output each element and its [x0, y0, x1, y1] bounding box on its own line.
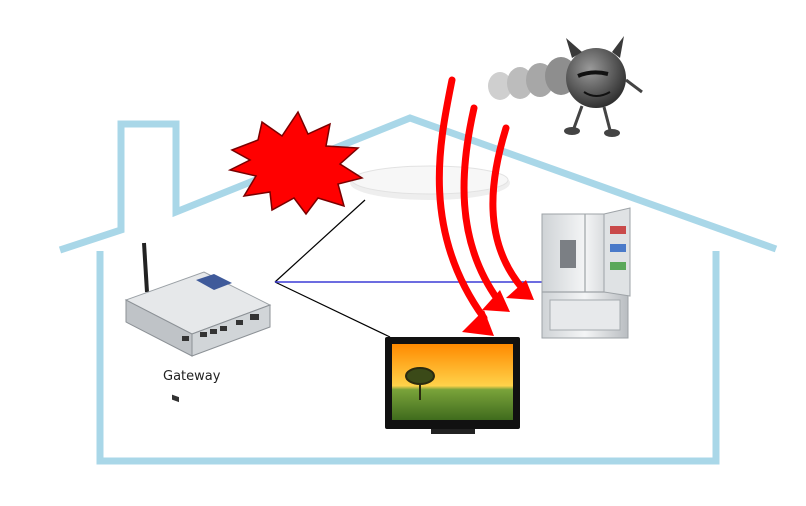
network-links	[274, 199, 545, 338]
link-to-tv	[274, 281, 391, 338]
link-to-access-point	[274, 199, 366, 283]
gateway-label: Gateway	[163, 369, 221, 384]
explosion-icon	[227, 110, 364, 216]
ceiling-access-point-icon	[350, 165, 510, 200]
attack-arrows	[435, 76, 526, 322]
gateway-router-icon	[124, 242, 272, 403]
smart-tv-icon	[385, 337, 520, 434]
attack-arrow-3	[489, 124, 526, 292]
house-outline	[58, 114, 778, 465]
attack-arrow-2	[460, 104, 502, 304]
attack-arrowheads	[462, 280, 534, 336]
attacker-creatures-icon	[488, 36, 643, 137]
smart-fridge-icon	[541, 207, 631, 339]
attack-arrow-1	[435, 76, 488, 322]
